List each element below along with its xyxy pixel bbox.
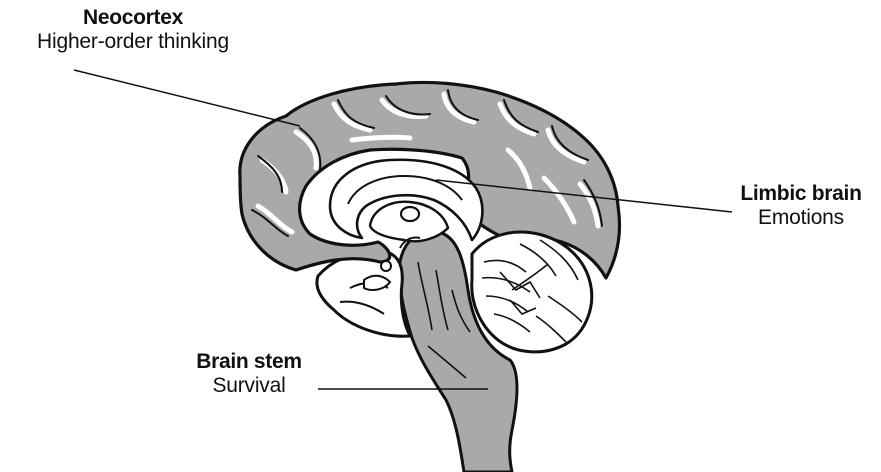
brainstem-title: Brain stem — [178, 350, 320, 374]
neocortex-subtitle: Higher-order thinking — [8, 30, 258, 54]
neocortex-leader-line — [74, 70, 300, 126]
limbic-subtitle: Emotions — [722, 206, 880, 230]
limbic-label: Limbic brain Emotions — [722, 182, 880, 230]
brainstem-label: Brain stem Survival — [178, 350, 320, 398]
neocortex-label: Neocortex Higher-order thinking — [8, 6, 258, 54]
limbic-title: Limbic brain — [722, 182, 880, 206]
temporal-lobe-shape — [317, 250, 410, 336]
cerebellum — [472, 232, 592, 352]
neocortex-title: Neocortex — [8, 6, 258, 30]
brainstem-subtitle: Survival — [178, 374, 320, 398]
